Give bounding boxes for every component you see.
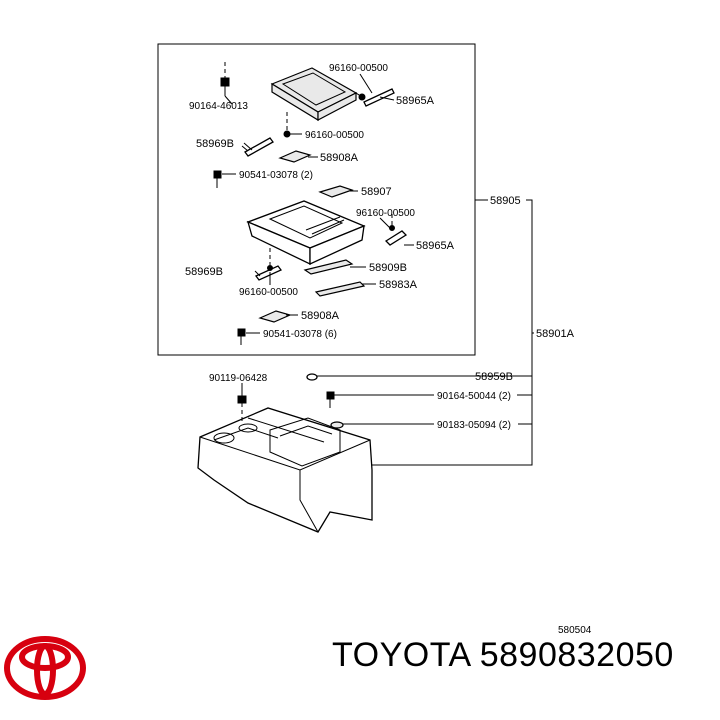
label-58969B-low: 58969B <box>185 266 223 278</box>
label-58907: 58907 <box>361 186 392 198</box>
latch-58908A-top <box>278 150 312 163</box>
latch-58908A-low <box>258 310 292 323</box>
label-58983A: 58983A <box>379 279 418 291</box>
label-96160-00500-top: 96160-00500 <box>329 63 388 74</box>
bolt-90164-46013 <box>220 62 230 96</box>
label-58901A: 58901A <box>536 328 575 340</box>
label-90183-05094: 90183-05094 (2) <box>437 420 511 431</box>
screw-90541-03078-2 <box>213 170 222 188</box>
hinge-58965A-top <box>358 88 395 107</box>
label-58905: 58905 <box>490 195 521 207</box>
armrest-lid <box>270 67 358 122</box>
label-58959B: 58959B <box>475 371 513 383</box>
toyota-logo-icon <box>4 636 86 700</box>
leader-lines <box>222 73 534 466</box>
bracket-58907 <box>318 185 354 198</box>
label-58969B-top: 58969B <box>196 138 234 150</box>
label-96160-00500-mid: 96160-00500 <box>305 130 364 141</box>
hinge-58969B-top <box>244 137 274 157</box>
label-96160-00500-r: 96160-00500 <box>356 208 415 219</box>
link-58983A <box>314 281 366 297</box>
hinge-58965A-mid <box>384 225 408 246</box>
label-58908A-top: 58908A <box>320 152 359 164</box>
screw-90164-50044 <box>326 391 335 408</box>
label-58965A-top: 58965A <box>396 95 435 107</box>
nut-90183-05094 <box>330 421 344 429</box>
brand-title: TOYOTA 5890832050 <box>332 636 674 674</box>
label-90119-06428: 90119-06428 <box>209 373 268 384</box>
label-58965A-mid: 58965A <box>416 240 455 252</box>
label-96160-00500-low: 96160-00500 <box>239 287 298 298</box>
clip-96160-00500 <box>283 130 291 138</box>
clip-58959B <box>306 373 318 381</box>
diagram-code: 580504 <box>558 625 592 636</box>
plate-58909B <box>303 259 354 275</box>
bolt-90119-06428 <box>237 388 247 404</box>
label-90164-46013: 90164-46013 <box>189 101 248 112</box>
label-90541-03078-2: 90541-03078 (2) <box>239 170 313 181</box>
screw-90541-03078-6 <box>237 328 246 345</box>
label-90164-50044: 90164-50044 (2) <box>437 391 511 402</box>
label-58909B: 58909B <box>369 262 407 274</box>
label-90541-03078-6: 90541-03078 (6) <box>263 329 337 340</box>
console-body <box>197 407 373 533</box>
console-box <box>246 200 366 266</box>
label-58908A-low: 58908A <box>301 310 340 322</box>
